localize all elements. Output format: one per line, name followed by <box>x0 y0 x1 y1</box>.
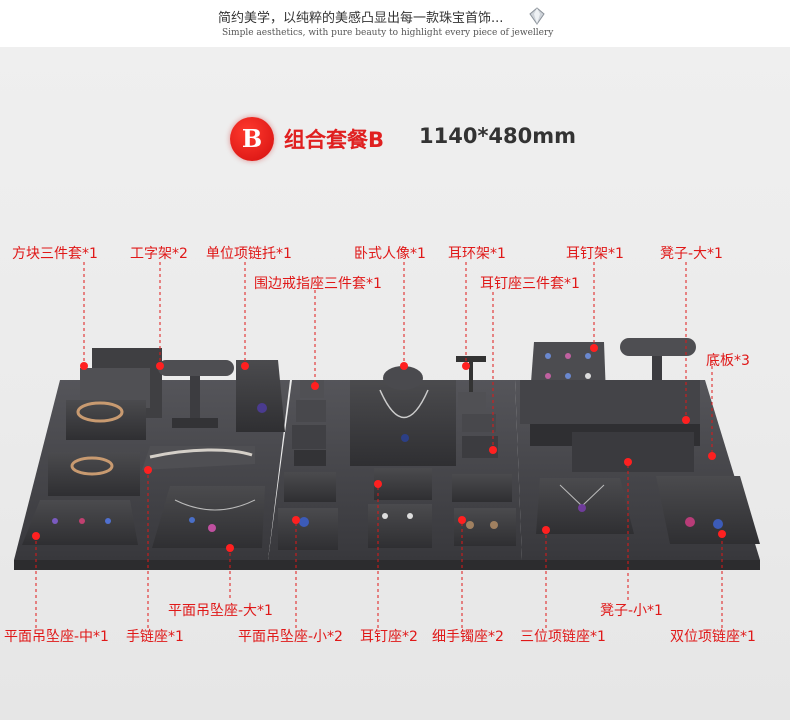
reclining-bust <box>350 366 456 466</box>
triple-necklace-base <box>536 478 634 534</box>
t-bar-stand-left <box>158 360 234 428</box>
label-square-block-set: 方块三件套*1 <box>12 246 98 262</box>
label-earring-rack: 耳环架*1 <box>448 246 506 262</box>
label-pendant-base-small: 平面吊坠座-小*2 <box>238 629 343 645</box>
label-stud-base: 耳钉座*2 <box>360 629 418 645</box>
label-stud-rack: 耳钉架*1 <box>566 246 624 262</box>
pendant-base-small <box>278 472 338 550</box>
double-necklace-base <box>656 476 760 544</box>
stud-base <box>368 468 432 548</box>
callout-dots <box>32 344 726 552</box>
stool-small <box>572 432 694 472</box>
package-name: 组合套餐B <box>284 128 385 152</box>
label-stool-small: 凳子-小*1 <box>600 603 663 619</box>
label-pendant-base-large: 平面吊坠座-大*1 <box>168 603 273 619</box>
label-pendant-base-medium: 平面吊坠座-中*1 <box>4 629 109 645</box>
earring-rack <box>456 356 486 412</box>
label-triple-necklace-base: 三位项链座*1 <box>520 629 606 645</box>
bracelet-2 <box>70 456 114 476</box>
pendant-base-large <box>152 486 265 548</box>
ring-holder-set <box>292 380 326 466</box>
gem-icon <box>529 7 545 25</box>
label-reclining-bust: 卧式人像*1 <box>354 246 426 262</box>
label-ring-holder-set: 围边戒指座三件套*1 <box>254 276 382 292</box>
header-bar: 简约美学，以纯粹的美感凸显出每一款珠宝首饰... Simple aestheti… <box>0 0 790 47</box>
package-size: 1140*480mm <box>419 124 577 148</box>
bracelet-1 <box>76 401 124 423</box>
pendant-base-medium <box>22 500 138 545</box>
label-t-bar-stand: 工字架*2 <box>130 246 188 262</box>
callout-lines <box>35 262 723 628</box>
tagline-chinese: 简约美学，以纯粹的美感凸显出每一款珠宝首饰... <box>218 11 504 26</box>
bracelet-base <box>142 446 255 470</box>
label-double-necklace-base: 双位项链座*1 <box>670 629 756 645</box>
label-thin-bangle-base: 细手镯座*2 <box>432 629 504 645</box>
label-single-necklace-holder: 单位项链托*1 <box>206 246 292 262</box>
label-stool-large: 凳子-大*1 <box>660 246 723 262</box>
label-earring-base-set: 耳钉座三件套*1 <box>480 276 580 292</box>
thin-bangle-base <box>452 474 516 546</box>
tagline-english: Simple aesthetics, with pure beauty to h… <box>222 28 554 38</box>
earring-base-set <box>462 414 498 458</box>
label-bracelet-base: 手链座*1 <box>126 629 184 645</box>
single-necklace-holder <box>236 360 285 432</box>
label-base-board: 底板*3 <box>706 353 750 369</box>
title-badge: B <box>230 117 274 161</box>
